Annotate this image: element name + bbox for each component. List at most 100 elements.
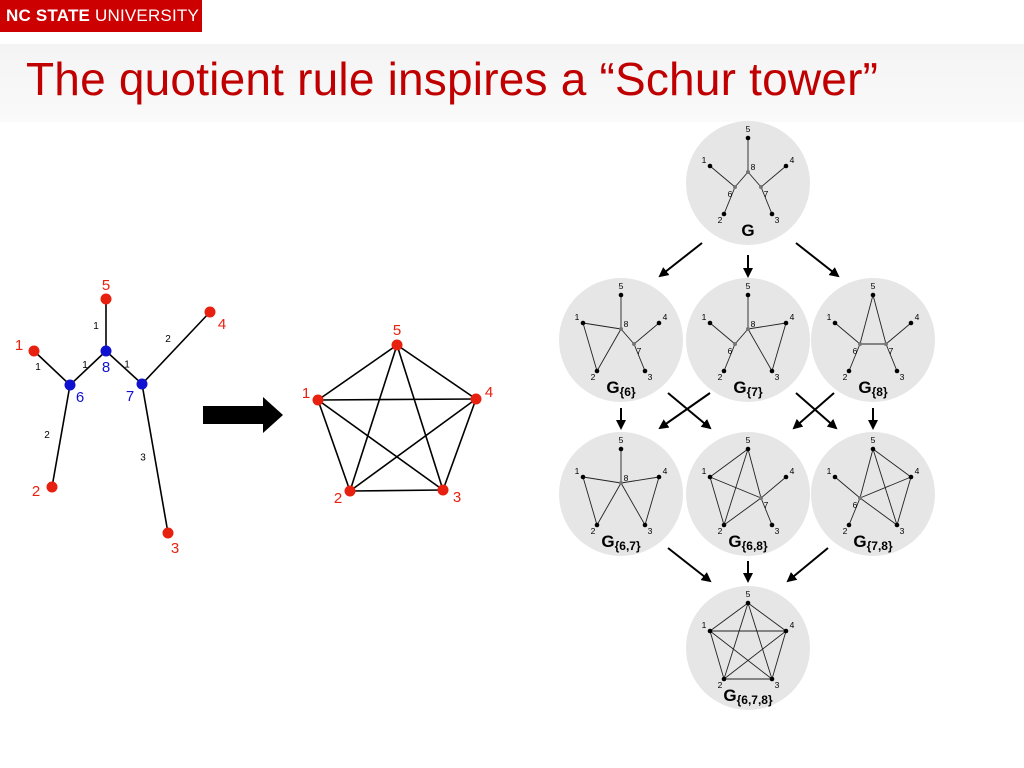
mini-edge <box>709 322 736 345</box>
k5-node-5 <box>391 339 403 351</box>
tower-arrow <box>658 242 703 278</box>
tree-node-label: 6 <box>76 389 84 406</box>
mini-edge <box>771 630 787 680</box>
tree-edge-6-2 <box>51 384 71 488</box>
mini-node-7 <box>632 342 636 346</box>
mini-node-label: 8 <box>624 473 629 483</box>
mini-node-4 <box>908 320 914 326</box>
mini-edge <box>582 476 622 484</box>
tree-edge-7-4 <box>141 311 211 385</box>
mini-node-7 <box>759 185 763 189</box>
mini-node-label: 1 <box>702 620 707 630</box>
tree-node-1 <box>28 345 40 357</box>
mini-node-label: 5 <box>619 435 624 445</box>
mini-node-1 <box>832 320 838 326</box>
mini-node-label: 2 <box>718 215 723 225</box>
mini-edge <box>709 165 736 188</box>
mini-node-label: 4 <box>790 312 795 322</box>
mini-edge <box>723 630 787 680</box>
mini-node-label: 6 <box>728 189 733 199</box>
mini-edge <box>633 322 660 345</box>
mini-node-label: 2 <box>843 372 848 382</box>
mini-edge <box>582 322 622 330</box>
mini-node-label: 1 <box>702 312 707 322</box>
mini-node-3 <box>894 368 900 374</box>
tree-node-4 <box>204 306 216 318</box>
mini-node-3 <box>642 522 648 528</box>
tree-node-label: 2 <box>32 483 40 500</box>
k5-edge-2-5 <box>349 344 398 492</box>
tree-edge-1-6 <box>33 350 71 386</box>
tree-node-label: 5 <box>102 277 110 294</box>
tree-node-label: 8 <box>102 359 110 376</box>
mini-node-label: 4 <box>915 466 920 476</box>
mini-node-4 <box>783 474 789 480</box>
tree-node-label: 1 <box>15 337 23 354</box>
mini-node-3 <box>769 368 775 374</box>
mini-edge <box>709 630 773 680</box>
mini-node-label: 5 <box>746 124 751 134</box>
mini-node-label: 4 <box>663 466 668 476</box>
mini-node-6 <box>733 342 737 346</box>
mini-edge <box>596 482 622 526</box>
mini-node-1 <box>707 163 713 169</box>
mini-node-6 <box>858 342 862 346</box>
mini-edge <box>859 448 874 499</box>
k5-node-label: 3 <box>453 489 461 506</box>
mini-node-6 <box>733 185 737 189</box>
tree-node-3 <box>162 527 174 539</box>
mini-node-label: 3 <box>648 526 653 536</box>
mini-edge <box>760 497 773 526</box>
mini-edge <box>747 171 762 188</box>
mini-edge <box>723 448 749 526</box>
title-band <box>0 44 1024 122</box>
mini-node-4 <box>908 474 914 480</box>
mini-node-2 <box>594 368 600 374</box>
tree-edge-7-3 <box>141 383 169 534</box>
right-arrow-shape <box>203 397 283 433</box>
mini-edge <box>734 328 749 345</box>
mini-node-3 <box>769 676 775 682</box>
mini-edge <box>848 343 861 372</box>
mini-node-label: 2 <box>843 526 848 536</box>
mini-node-label: 5 <box>871 435 876 445</box>
mini-node-label: 4 <box>790 466 795 476</box>
k5-node-3 <box>437 484 449 496</box>
mini-edge <box>747 322 787 330</box>
mini-node-5 <box>870 446 876 452</box>
tower-graph-label: G{6} <box>606 378 636 399</box>
mini-node-label: 4 <box>790 620 795 630</box>
tree-edge-weight: 2 <box>44 430 50 441</box>
tree-node-2 <box>46 481 58 493</box>
k5-node-label: 5 <box>393 322 401 339</box>
mini-node-label: 1 <box>702 466 707 476</box>
logo-rest-text: UNIVERSITY <box>90 6 200 25</box>
mini-node-label: 3 <box>775 680 780 690</box>
mini-edge <box>747 328 773 372</box>
k5-node-2 <box>344 485 356 497</box>
mini-node-8 <box>619 327 623 331</box>
k5-edge-1-3 <box>317 399 444 491</box>
mini-node-label: 1 <box>827 312 832 322</box>
mini-node-4 <box>656 474 662 480</box>
mini-node-label: 7 <box>889 346 894 356</box>
mini-edge <box>885 322 912 345</box>
tree-node-6 <box>64 379 76 391</box>
mini-node-label: 8 <box>624 319 629 329</box>
mini-node-label: 6 <box>728 346 733 356</box>
tree-edge-weight: 1 <box>82 360 88 371</box>
tower-graph-label: G <box>741 221 754 240</box>
mini-node-1 <box>580 474 586 480</box>
mini-edge <box>859 476 912 499</box>
mini-node-label: 2 <box>718 526 723 536</box>
tree-node-label: 3 <box>171 540 179 557</box>
mini-edge <box>620 328 635 345</box>
tower-circle-bg <box>559 432 683 556</box>
mini-node-8 <box>746 327 750 331</box>
mini-edge <box>872 448 912 478</box>
